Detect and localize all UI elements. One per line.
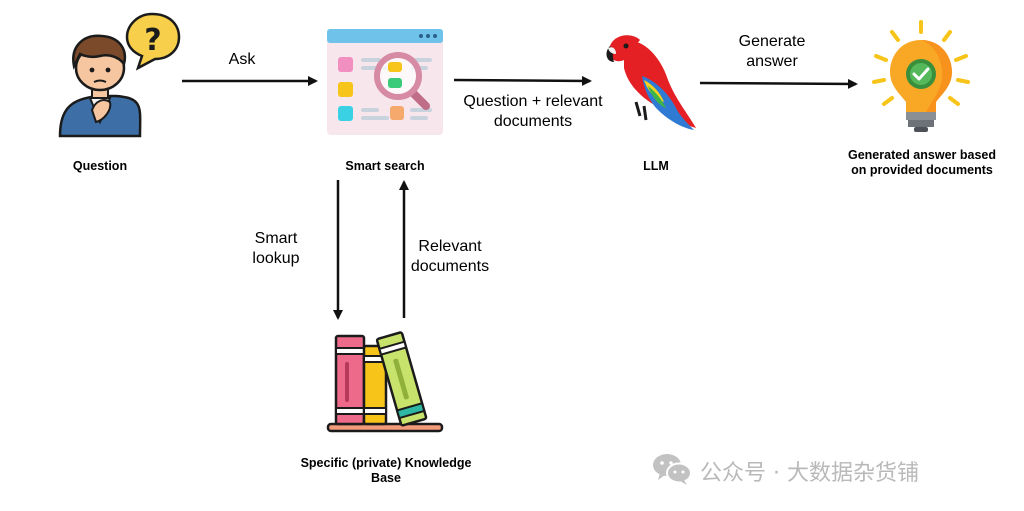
edge-label-question-docs-line2: documents: [493, 113, 573, 130]
edge-label-generate: Generate answer: [722, 32, 822, 72]
edge-label-relevant-docs-line2: documents: [410, 258, 490, 275]
smart-search-label: Smart search: [345, 159, 425, 173]
edge-label-relevant-docs-line1: Relevant: [418, 238, 482, 255]
edge-label-relevant-docs: Relevant documents: [402, 237, 498, 277]
person-question-icon: ?: [58, 12, 181, 138]
knowledge-base-label: Specific (private) Knowledge Base: [284, 456, 488, 486]
parrot-icon: [606, 35, 696, 130]
knowledge-base-label-line2: Base: [371, 471, 401, 485]
edge-label-question-docs: Question + relevant documents: [448, 92, 618, 132]
search-dashboard-icon: [327, 29, 443, 135]
arrow-question-docs: [453, 75, 592, 86]
books-icon: [326, 331, 444, 433]
edge-label-smart-lookup-line1: Smart: [254, 230, 298, 247]
edge-label-smart-lookup: Smart lookup: [240, 229, 312, 269]
answer-label: Generated answer based on provided docum…: [830, 148, 1014, 178]
watermark-text: 公众号 · 大数据杂货铺: [700, 461, 919, 486]
llm-label: LLM: [643, 159, 669, 173]
svg-text:?: ?: [144, 23, 161, 58]
edge-label-smart-lookup-line2: lookup: [252, 250, 300, 267]
question-label: Question: [72, 159, 128, 173]
edge-label-generate-line2: answer: [746, 53, 798, 70]
edge-label-generate-line1: Generate: [738, 33, 806, 50]
knowledge-base-label-line1: Specific (private) Knowledge: [300, 456, 472, 470]
edge-label-question-docs-line1: Question + relevant: [463, 93, 603, 110]
answer-label-line1: Generated answer based: [848, 148, 996, 162]
answer-label-line2: on provided documents: [851, 163, 993, 177]
lightbulb-check-icon: [872, 20, 970, 132]
edge-label-ask: Ask: [228, 51, 256, 68]
arrow-generate: [699, 78, 858, 89]
wechat-icon: [653, 454, 692, 485]
